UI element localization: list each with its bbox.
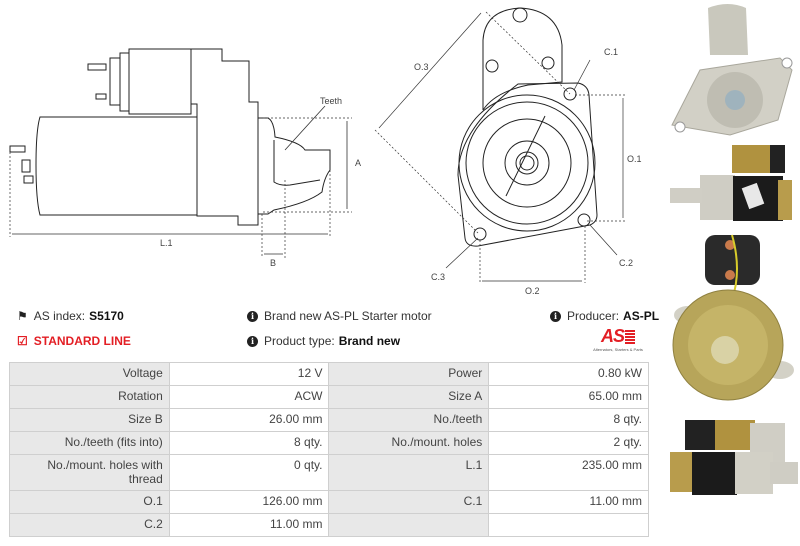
photo-side-1 (670, 145, 792, 221)
producer-label: Producer: (567, 309, 620, 323)
spec-value: 0.80 kW (488, 362, 649, 386)
spec-value: 8 qty. (168, 431, 330, 455)
description-text: Brand new AS-PL Starter motor (264, 309, 432, 323)
photo-front (671, 4, 793, 136)
info-icon: i (247, 335, 258, 347)
spec-value: 26.00 mm (168, 408, 330, 432)
tags-icon: ⚑ (17, 309, 28, 323)
technical-drawing: Teeth A B L.1 O.3 O.1 O.2 C.1 C.2 (9, 7, 642, 296)
as-index: ⚑ AS index: S5170 (17, 309, 124, 323)
product-type-value: Brand new (338, 334, 401, 348)
producer-value: AS-PL (623, 309, 660, 323)
photo-rear (672, 234, 794, 401)
label-o1: O.1 (627, 154, 642, 164)
front-view-drawing (457, 7, 598, 247)
spec-key: L.1 (328, 454, 490, 491)
table-row: O.1 126.00 mm C.1 11.00 mm (9, 490, 649, 514)
checkbox-icon: ☑ (17, 334, 28, 348)
spec-value: 0 qty. (168, 454, 330, 491)
label-c2: C.2 (619, 258, 633, 268)
label-o2: O.2 (525, 286, 540, 296)
product-photos (670, 4, 798, 495)
label-c1: C.1 (604, 47, 618, 57)
producer: i Producer: AS-PL (550, 309, 659, 323)
as-pl-logo: AS Alternators, Starters & Parts (585, 326, 651, 352)
side-view-dimensions (9, 117, 352, 258)
spec-value: 11.00 mm (488, 490, 649, 514)
spec-value: 235.00 mm (488, 454, 649, 491)
spec-value: 11.00 mm (168, 513, 330, 537)
table-row: No./teeth (fits into) 8 qty. No./mount. … (9, 431, 649, 455)
table-row: C.2 11.00 mm (9, 513, 649, 537)
label-c3: C.3 (431, 272, 445, 282)
spec-value: 126.00 mm (168, 490, 330, 514)
spec-value: 65.00 mm (488, 385, 649, 409)
logo-stripes (625, 329, 635, 344)
as-index-value: S5170 (89, 309, 124, 323)
spec-key: No./mount. holes (328, 431, 490, 455)
spec-key: No./mount. holes with thread (9, 454, 170, 491)
spec-key: Size B (9, 408, 170, 432)
label-length: L.1 (160, 238, 173, 248)
side-view-drawing (9, 48, 331, 226)
logo-text: AS (600, 326, 625, 346)
info-icon: i (247, 310, 258, 322)
standard-line-label: STANDARD LINE (33, 334, 131, 348)
table-row: Voltage 12 V Power 0.80 kW (9, 362, 649, 386)
label-size-b: B (270, 258, 276, 268)
info-icon: i (550, 310, 561, 322)
photo-side-2 (670, 420, 798, 495)
table-row: No./mount. holes with thread 0 qty. L.1 … (9, 454, 649, 491)
spec-value: 2 qty. (488, 431, 649, 455)
label-size-a: A (355, 158, 361, 168)
spec-value: ACW (168, 385, 330, 409)
spec-key (328, 513, 490, 537)
spec-key: O.1 (9, 490, 170, 514)
spec-key: Voltage (9, 362, 170, 386)
spec-key: C.1 (328, 490, 490, 514)
label-o3: O.3 (414, 62, 429, 72)
spec-table: Voltage 12 V Power 0.80 kW Rotation ACW … (9, 362, 649, 537)
spec-key: No./teeth (fits into) (9, 431, 170, 455)
spec-key: C.2 (9, 513, 170, 537)
spec-value: 12 V (168, 362, 330, 386)
spec-value: 8 qty. (488, 408, 649, 432)
spec-key: Size A (328, 385, 490, 409)
product-type-label: Product type: (264, 334, 335, 348)
logo-tagline: Alternators, Starters & Parts (593, 347, 643, 352)
label-teeth: Teeth (320, 96, 342, 106)
spec-key: Rotation (9, 385, 170, 409)
spec-key: Power (328, 362, 490, 386)
table-row: Rotation ACW Size A 65.00 mm (9, 385, 649, 409)
standard-line-badge: ☑ STANDARD LINE (17, 334, 131, 348)
spec-value (488, 513, 649, 537)
product-type: i Product type: Brand new (247, 334, 400, 348)
table-row: Size B 26.00 mm No./teeth 8 qty. (9, 408, 649, 432)
description: i Brand new AS-PL Starter motor (247, 309, 432, 323)
as-index-label: AS index: (33, 309, 86, 323)
spec-key: No./teeth (328, 408, 490, 432)
